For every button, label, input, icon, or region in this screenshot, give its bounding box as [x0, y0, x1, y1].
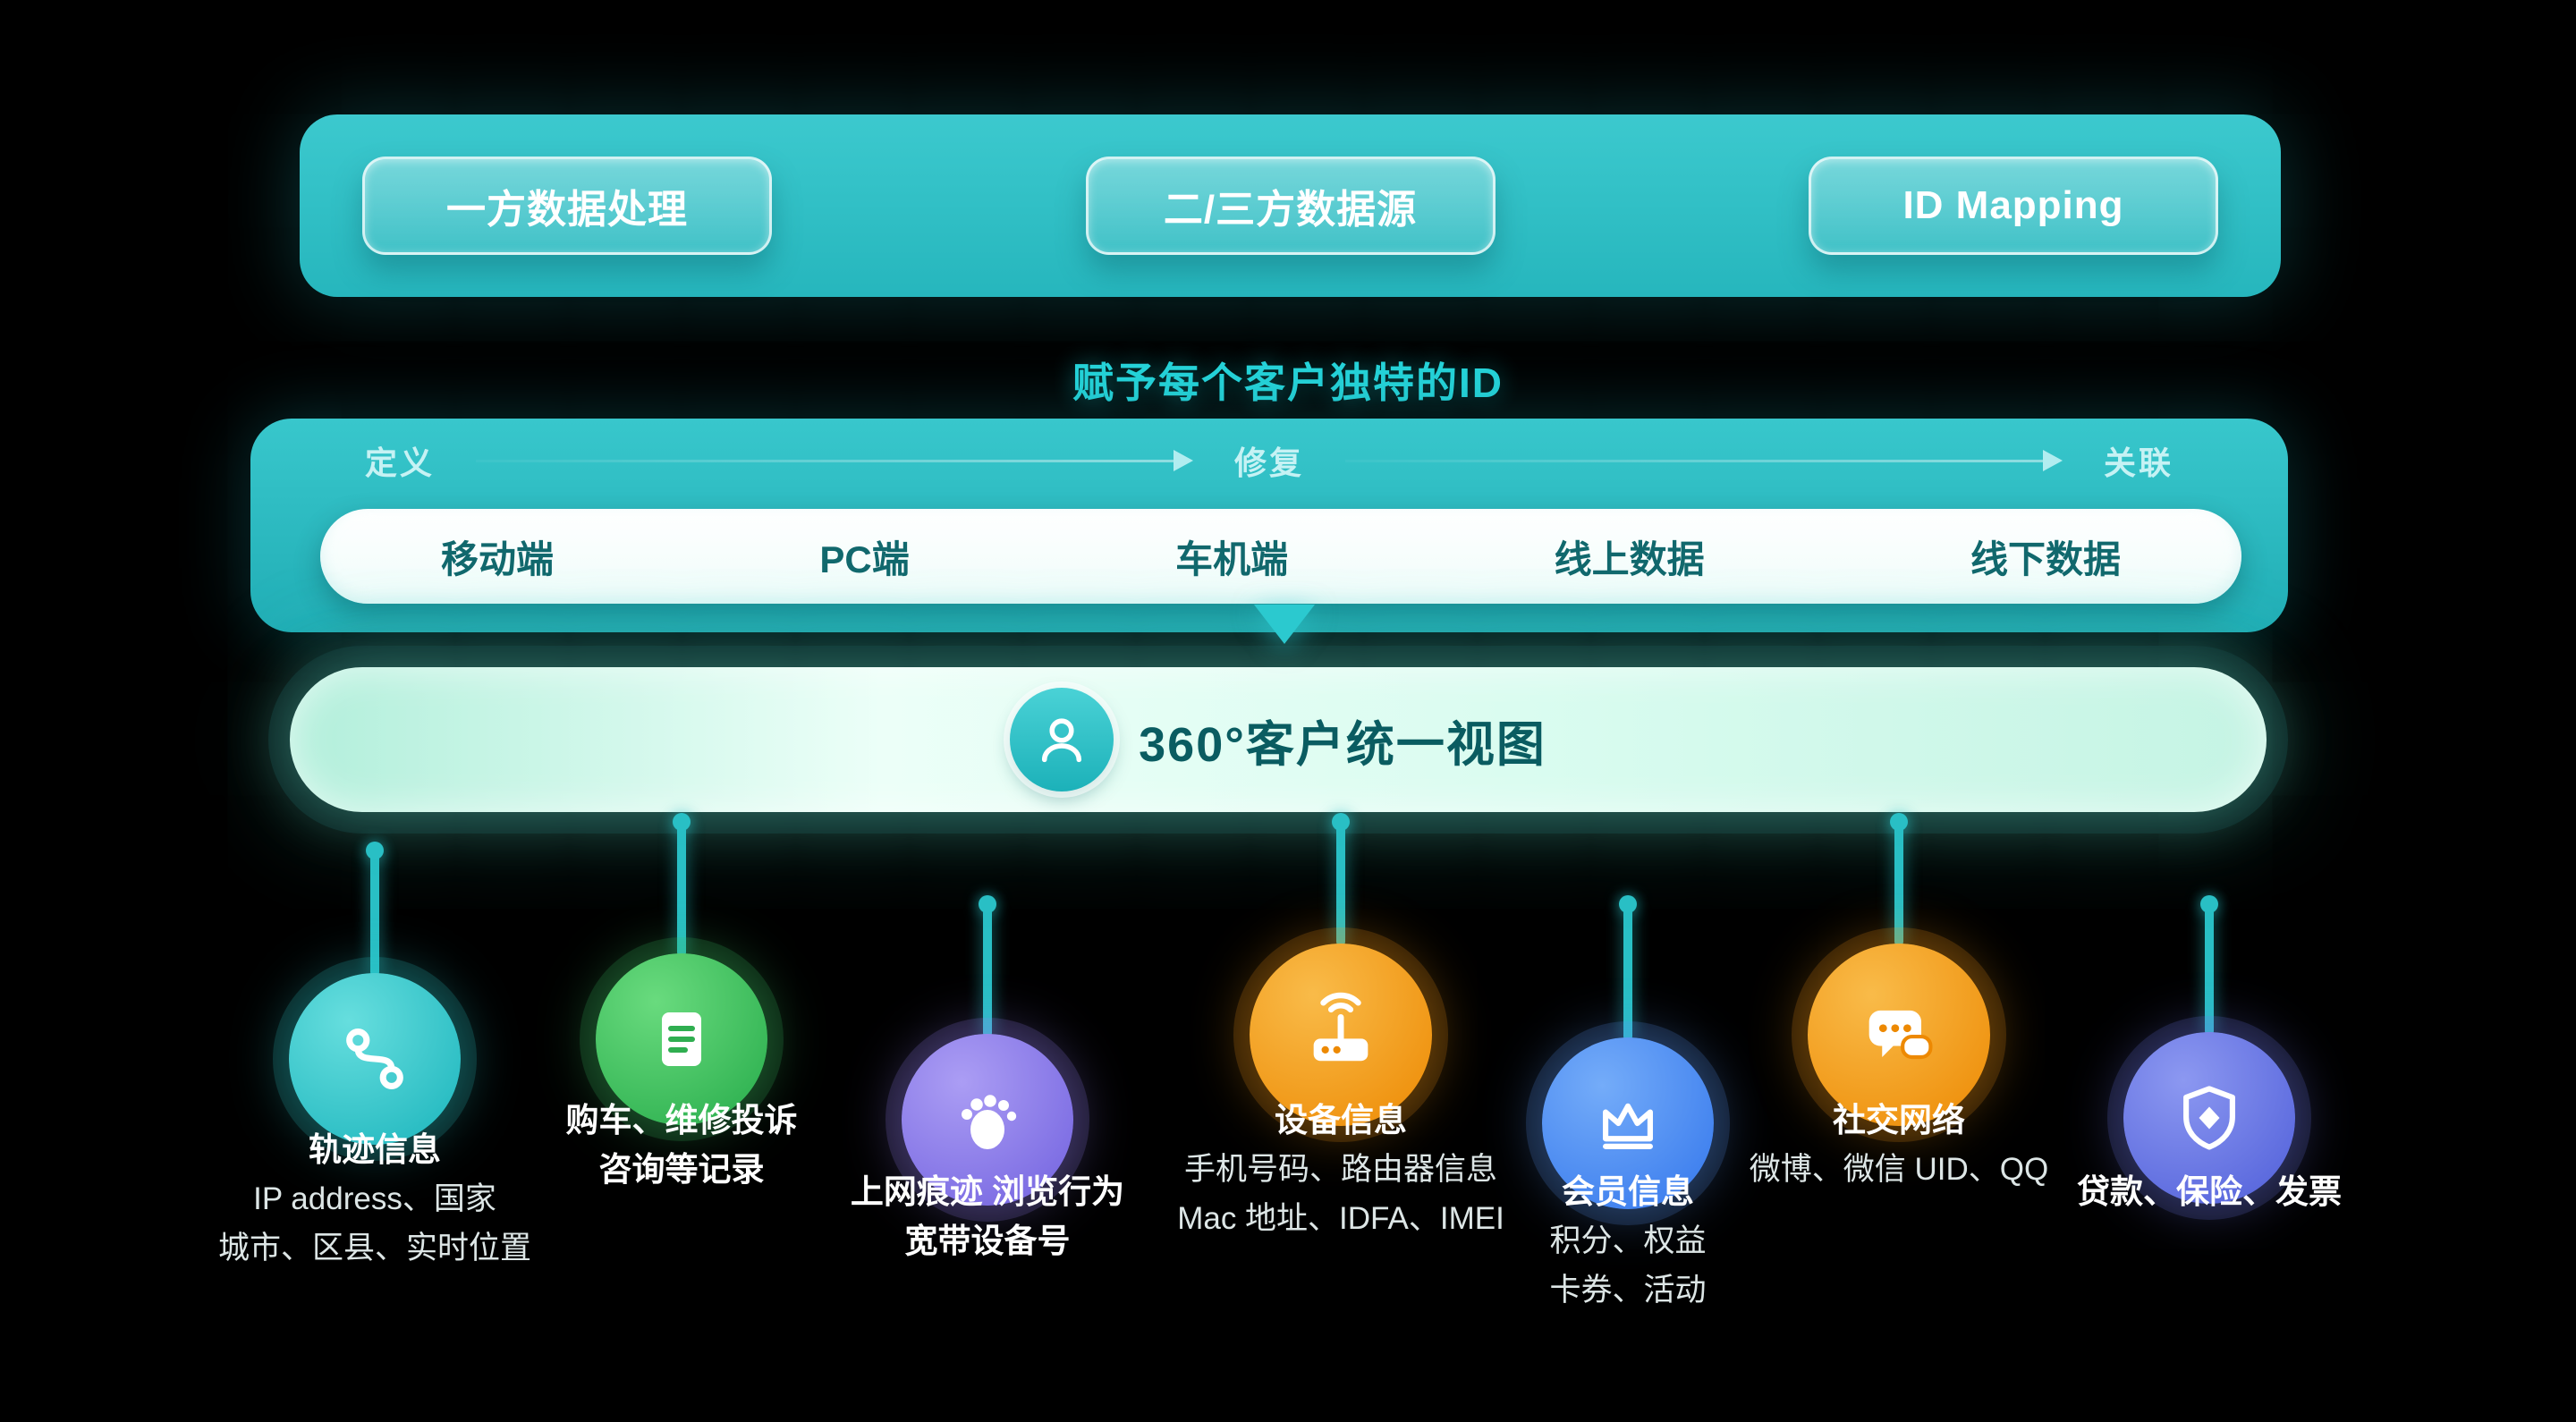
- banner-button-second-third-party-data: 二/三方数据源: [1085, 157, 1496, 255]
- device-bubble: [1250, 944, 1432, 1126]
- membership-bubble: [1542, 1037, 1714, 1209]
- source-title: 轨迹信息: [308, 1131, 441, 1168]
- unified-view-wrap: 360°客户统一视图: [268, 646, 2288, 834]
- arrow-right-icon: [476, 450, 1193, 471]
- unified-view-label: 360°客户统一视图: [1139, 717, 1546, 772]
- channel-online-data: 线上数据: [1554, 537, 1705, 580]
- crown-icon: [1603, 1103, 1653, 1149]
- stage-label-associate: 关联: [2104, 444, 2174, 481]
- source-line: Mac 地址、IDFA、IMEI: [1177, 1201, 1504, 1236]
- source-label-device: 设备信息 手机号码、路由器信息 Mac 地址、IDFA、IMEI: [1177, 1102, 1504, 1238]
- connector-line-membership: [1619, 895, 1637, 1041]
- stage-label-define: 定义: [365, 444, 436, 481]
- channel-pc: PC端: [819, 537, 910, 580]
- arrow-right-icon: [1345, 450, 2063, 471]
- pipeline-bar: 定义 修复 关联 移动端 PC端 车机端 线上数据 线下数据: [250, 419, 2288, 632]
- records-bubble: [596, 953, 767, 1125]
- connector-dot: [1332, 813, 1350, 831]
- source-line: 咨询等记录: [598, 1151, 765, 1188]
- browsing-bubble: [902, 1034, 1073, 1206]
- source-label-social: 社交网络 微博、微信 UID、QQ: [1750, 1102, 2048, 1189]
- source-label-finance: 贷款、保险、发票: [2077, 1173, 2342, 1211]
- channel-mobile: 移动端: [441, 537, 555, 580]
- source-label-trajectory: 轨迹信息 IP address、国家 城市、区县、实时位置: [218, 1131, 531, 1267]
- channel-car: 车机端: [1175, 537, 1289, 580]
- connector-dot: [1619, 895, 1637, 913]
- channel-offline-data: 线下数据: [1970, 537, 2121, 580]
- connector-line-finance: [2200, 895, 2218, 1036]
- banner-button-id-mapping: ID Mapping: [1809, 157, 2218, 255]
- down-arrow-icon: [1254, 605, 1315, 644]
- source-label-browsing: 上网痕迹 浏览行为 宽带设备号: [851, 1173, 1124, 1260]
- source-line: 购车、维修投诉: [565, 1102, 798, 1138]
- source-line: 微博、微信 UID、QQ: [1749, 1152, 2049, 1187]
- source-line: IP address、国家: [253, 1181, 496, 1216]
- pipeline-stage-row: 定义 修复 关联: [250, 435, 2288, 487]
- source-line: 上网痕迹 浏览行为: [850, 1173, 1125, 1210]
- chat-icon: [1868, 1010, 1933, 1060]
- connector-line-records: [673, 813, 691, 957]
- channel-bar: 移动端 PC端 车机端 线上数据 线下数据: [320, 509, 2241, 604]
- source-title: 设备信息: [1275, 1102, 1407, 1138]
- connector-dot: [1890, 813, 1908, 831]
- document-icon: [662, 1012, 701, 1066]
- unified-view-bar: 360°客户统一视图: [290, 667, 2267, 812]
- source-line: 积分、权益: [1549, 1223, 1707, 1258]
- source-line: 宽带设备号: [904, 1223, 1071, 1259]
- connector-line-social: [1890, 813, 1908, 946]
- top-banner: 一方数据处理 二/三方数据源 ID Mapping: [300, 114, 2281, 297]
- connector-line-browsing: [979, 895, 996, 1037]
- source-title: 社交网络: [1832, 1102, 1965, 1138]
- trajectory-bubble: [289, 973, 461, 1145]
- stage-label-repair: 修复: [1234, 444, 1305, 481]
- banner-button-first-party-data: 一方数据处理: [362, 157, 772, 255]
- shield-icon: [2183, 1086, 2235, 1150]
- headline: 赋予每个客户独特的ID: [1072, 360, 1504, 406]
- connector-dot: [979, 895, 996, 913]
- source-label-membership: 会员信息 积分、权益 卡券、活动: [1549, 1173, 1706, 1309]
- route-icon: [346, 1028, 403, 1089]
- router-icon: [1313, 992, 1368, 1062]
- source-label-records: 购车、维修投诉 咨询等记录: [566, 1102, 798, 1189]
- social-bubble: [1808, 944, 1990, 1126]
- person-icon: [1010, 688, 1114, 791]
- connector-dot: [366, 842, 384, 859]
- source-line: 城市、区县、实时位置: [217, 1231, 532, 1265]
- connector-line-trajectory: [366, 842, 384, 977]
- connector-line-device: [1332, 813, 1350, 946]
- connector-dot: [2200, 895, 2218, 913]
- footprint-icon: [962, 1095, 1017, 1149]
- finance-bubble: [2123, 1032, 2295, 1204]
- source-line: 卡券、活动: [1549, 1273, 1707, 1308]
- connector-dot: [673, 813, 691, 831]
- source-line: 贷款、保险、发票: [2077, 1173, 2342, 1210]
- source-line: 手机号码、路由器信息: [1183, 1152, 1497, 1187]
- source-title: 会员信息: [1561, 1173, 1694, 1210]
